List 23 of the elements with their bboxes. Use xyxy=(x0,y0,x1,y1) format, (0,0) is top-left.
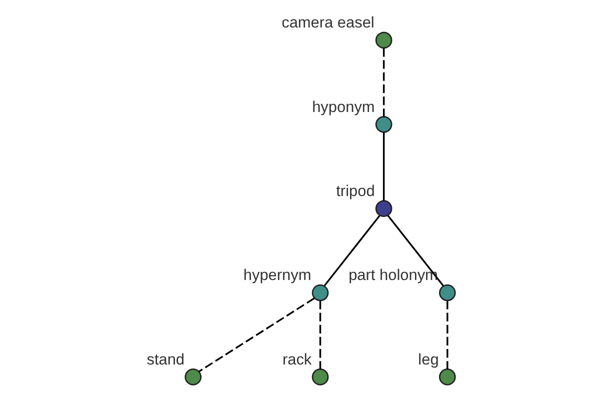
node-label: stand xyxy=(146,351,184,368)
connector xyxy=(386,215,444,286)
node-label: part holonym xyxy=(348,267,438,284)
node-circle xyxy=(438,284,456,302)
connector xyxy=(382,48,384,117)
node-circle xyxy=(311,368,328,386)
connector xyxy=(382,132,384,201)
node-label: rack xyxy=(282,351,312,368)
node-circle xyxy=(374,116,392,133)
connector xyxy=(446,300,448,370)
node-circle xyxy=(374,200,392,217)
connector xyxy=(198,298,314,372)
node-circle xyxy=(311,284,328,302)
connector xyxy=(323,215,380,286)
node-label: hypernym xyxy=(242,267,311,284)
node-label: camera easel xyxy=(281,14,374,32)
node-circle xyxy=(374,32,392,49)
node-circle xyxy=(438,368,456,386)
node-label: hyponym xyxy=(312,98,374,116)
node-label: tripod xyxy=(336,183,374,200)
node-label: leg xyxy=(418,351,438,368)
connector xyxy=(318,300,321,370)
node-circle xyxy=(184,368,202,386)
